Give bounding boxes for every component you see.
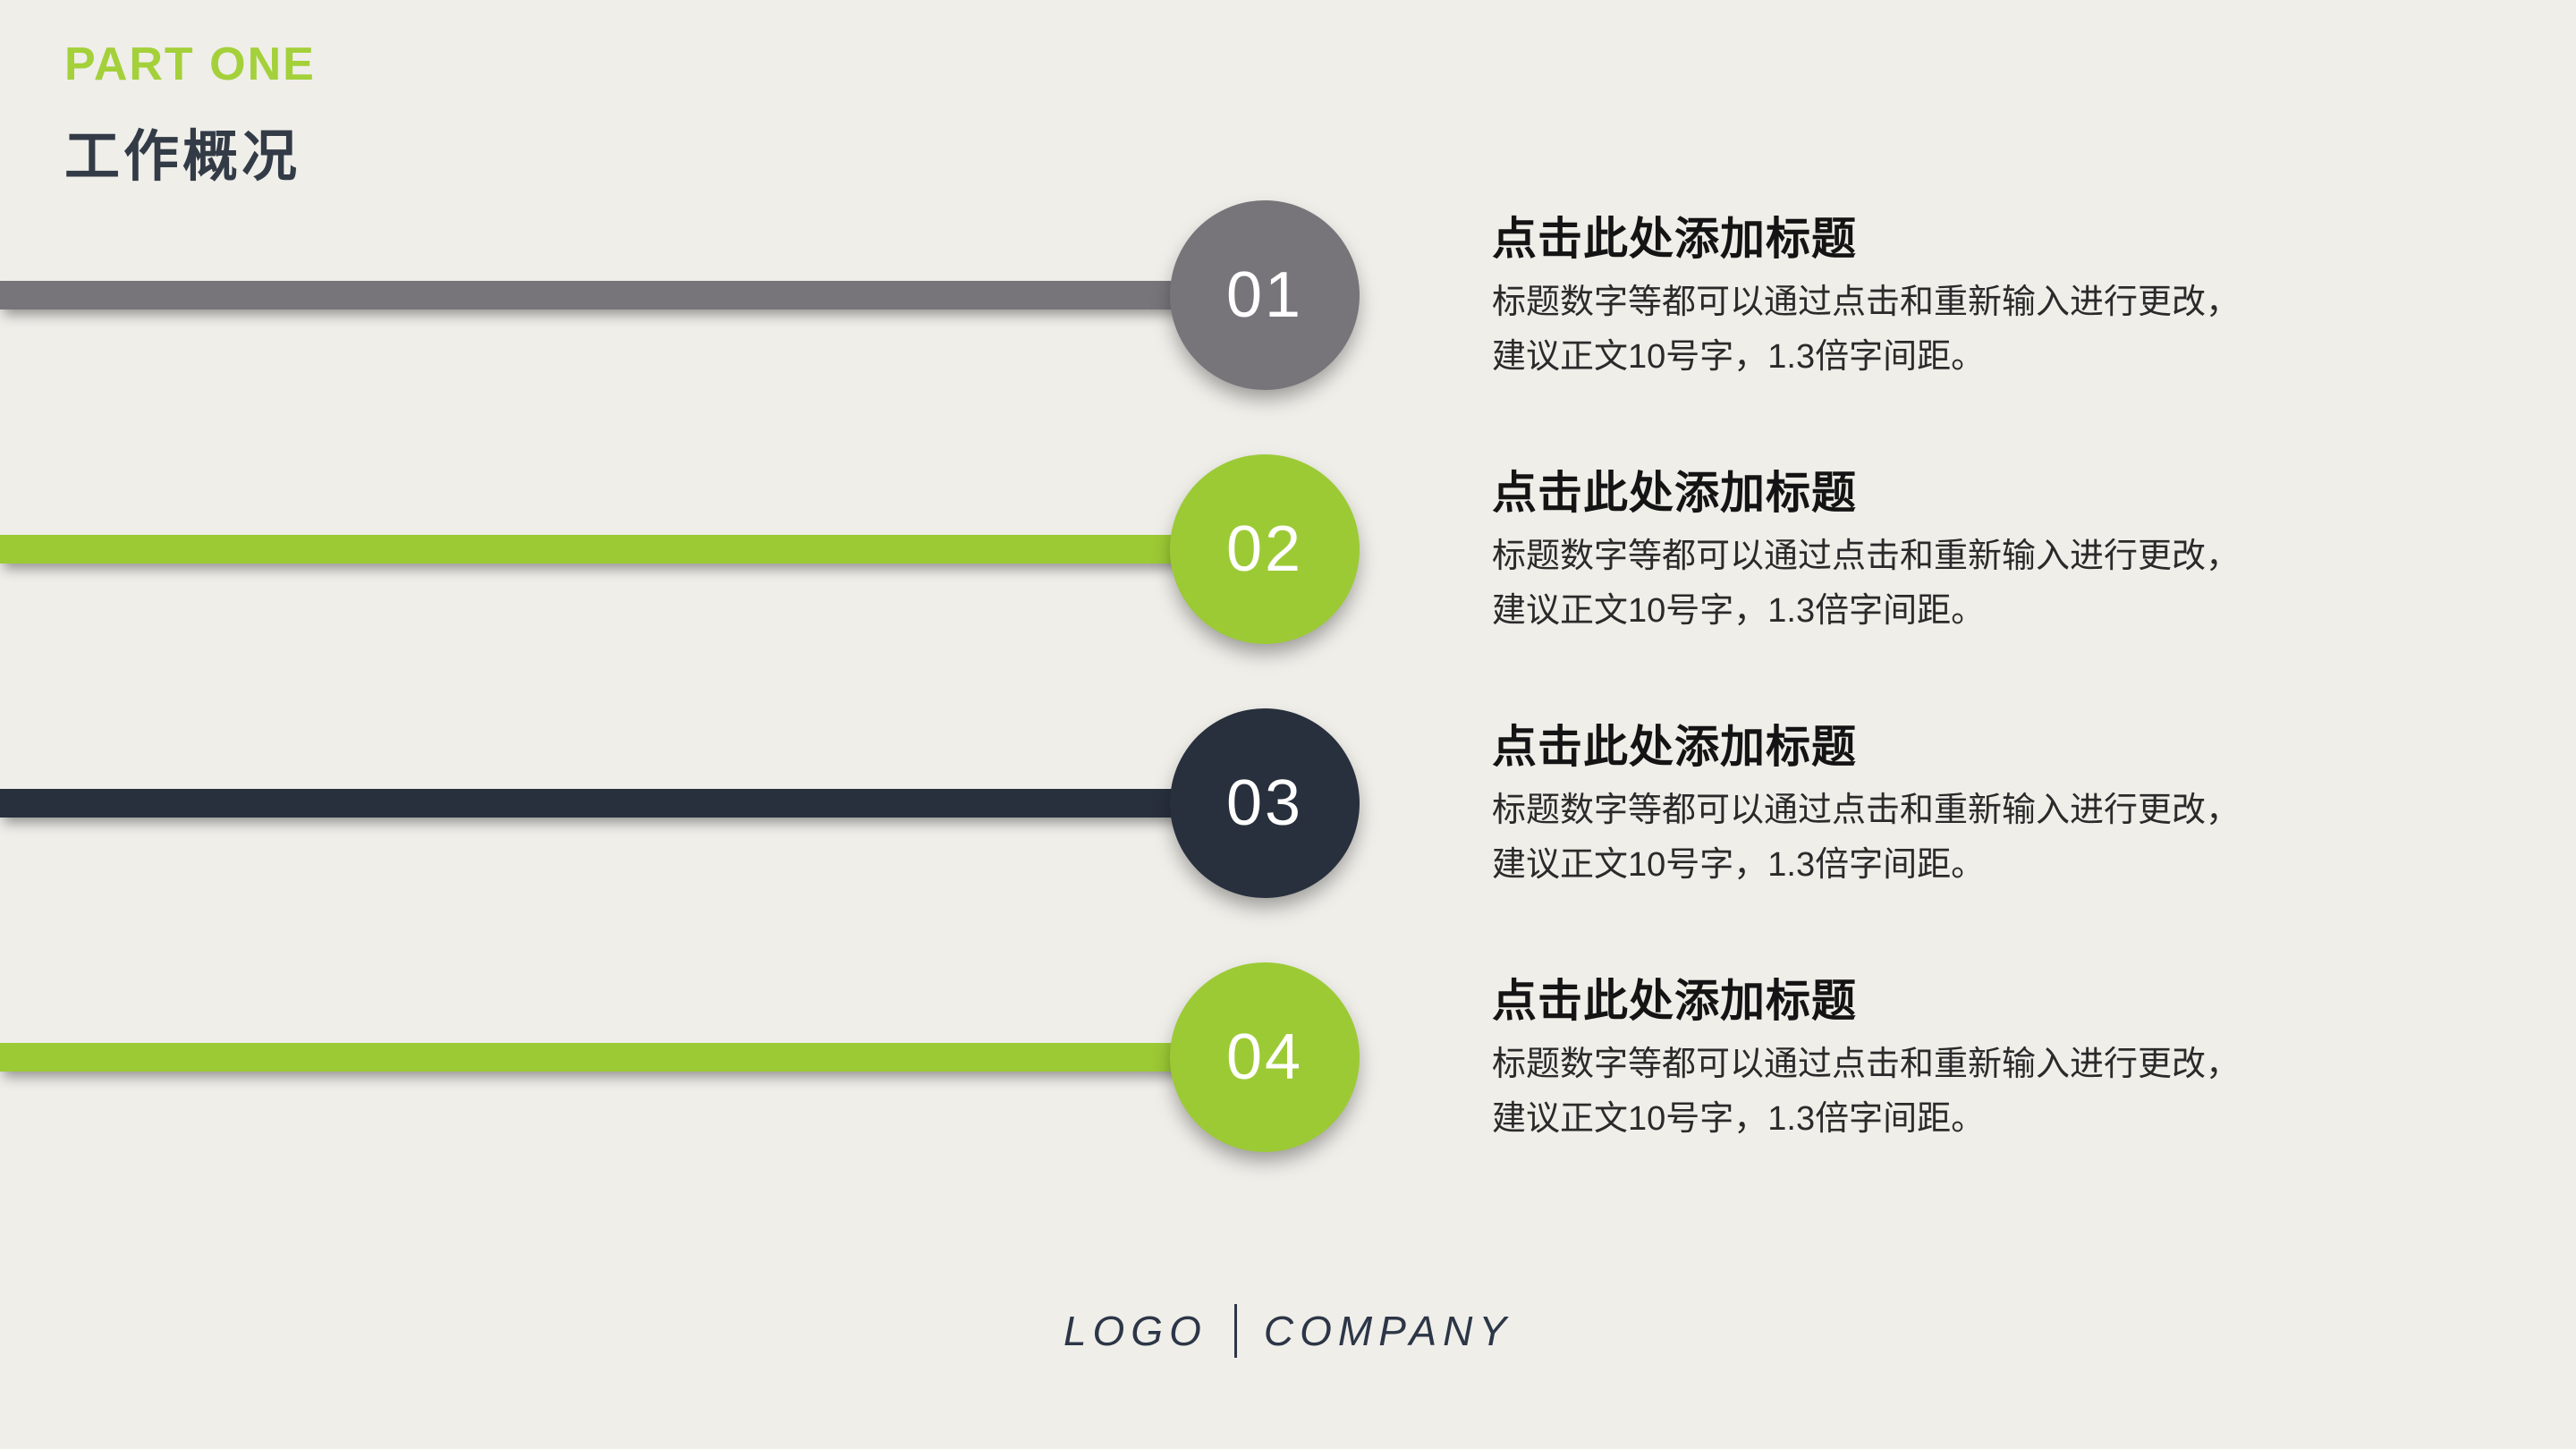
timeline-item-02: 02 点击此处添加标题 标题数字等都可以通过点击和重新输入进行更改， 建议正文1… bbox=[0, 454, 2576, 644]
item-text-block: 点击此处添加标题 标题数字等都可以通过点击和重新输入进行更改， 建议正文10号字… bbox=[1492, 467, 2476, 639]
item-heading: 点击此处添加标题 bbox=[1492, 214, 1857, 264]
page-title: 工作概况 bbox=[64, 126, 301, 188]
badge-number: 02 bbox=[1225, 513, 1304, 585]
item-body-line: 建议正文10号字，1.3倍字间距。 bbox=[1492, 592, 1986, 630]
logo-divider bbox=[1233, 1304, 1237, 1358]
item-heading: 点击此处添加标题 bbox=[1492, 976, 1857, 1026]
item-body-line: 标题数字等都可以通过点击和重新输入进行更改， bbox=[1492, 792, 2241, 829]
badge-number: 01 bbox=[1225, 259, 1304, 331]
part-label: PART ONE bbox=[64, 38, 316, 90]
badge-number: 03 bbox=[1225, 767, 1304, 839]
connector-bar bbox=[0, 535, 1270, 564]
item-text-block: 点击此处添加标题 标题数字等都可以通过点击和重新输入进行更改， 建议正文10号字… bbox=[1492, 721, 2476, 893]
item-heading: 点击此处添加标题 bbox=[1492, 722, 1857, 772]
number-badge: 04 bbox=[1170, 962, 1360, 1152]
number-badge: 01 bbox=[1170, 200, 1360, 390]
connector-bar bbox=[0, 281, 1270, 309]
timeline-item-04: 04 点击此处添加标题 标题数字等都可以通过点击和重新输入进行更改， 建议正文1… bbox=[0, 962, 2576, 1152]
footer-logo: LOGO COMPANY bbox=[0, 1304, 2576, 1358]
number-badge: 02 bbox=[1170, 454, 1360, 644]
item-body-line: 建议正文10号字，1.3倍字间距。 bbox=[1492, 338, 1986, 376]
item-body-line: 建议正文10号字，1.3倍字间距。 bbox=[1492, 846, 1986, 884]
connector-bar bbox=[0, 1043, 1270, 1072]
item-text-block: 点击此处添加标题 标题数字等都可以通过点击和重新输入进行更改， 建议正文10号字… bbox=[1492, 975, 2476, 1147]
item-body-line: 建议正文10号字，1.3倍字间距。 bbox=[1492, 1100, 1986, 1138]
item-heading: 点击此处添加标题 bbox=[1492, 468, 1857, 518]
number-badge: 03 bbox=[1170, 708, 1360, 898]
item-text-block: 点击此处添加标题 标题数字等都可以通过点击和重新输入进行更改， 建议正文10号字… bbox=[1492, 213, 2476, 385]
badge-number: 04 bbox=[1225, 1021, 1304, 1093]
company-text: COMPANY bbox=[1263, 1308, 1513, 1354]
item-body-line: 标题数字等都可以通过点击和重新输入进行更改， bbox=[1492, 1046, 2241, 1083]
connector-bar bbox=[0, 789, 1270, 818]
item-body-line: 标题数字等都可以通过点击和重新输入进行更改， bbox=[1492, 284, 2241, 321]
logo-text: LOGO bbox=[1063, 1308, 1208, 1354]
item-body-line: 标题数字等都可以通过点击和重新输入进行更改， bbox=[1492, 538, 2241, 575]
timeline-item-01: 01 点击此处添加标题 标题数字等都可以通过点击和重新输入进行更改， 建议正文1… bbox=[0, 200, 2576, 390]
timeline-item-03: 03 点击此处添加标题 标题数字等都可以通过点击和重新输入进行更改， 建议正文1… bbox=[0, 708, 2576, 898]
